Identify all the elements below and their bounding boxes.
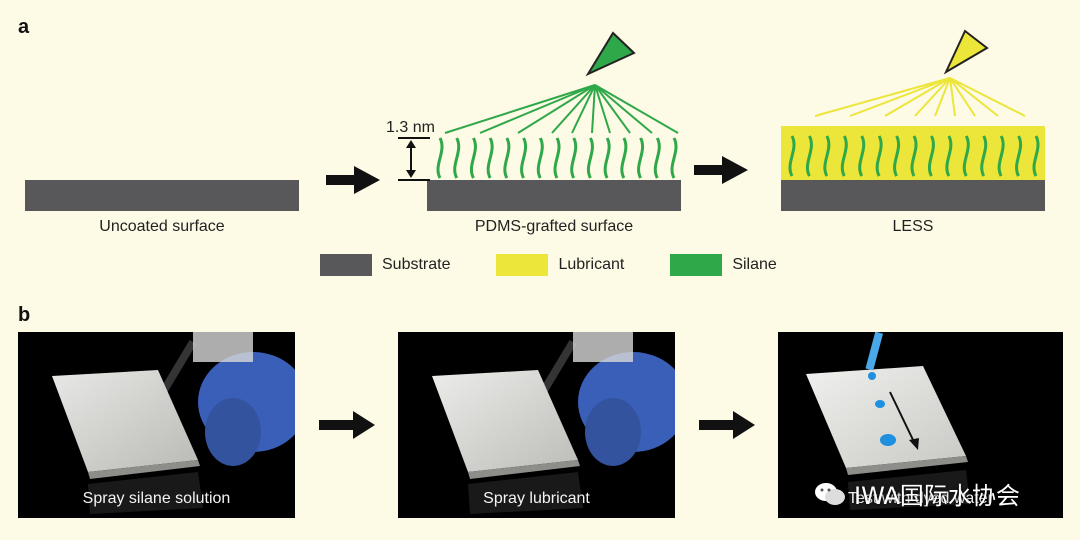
lubricant-nozzle-icon <box>943 29 989 75</box>
photo-caption-1: Spray silane solution <box>82 490 231 507</box>
photo-spray-lubricant: Spray lubricant <box>398 332 675 518</box>
legend-label-silane: Silane <box>732 256 777 273</box>
silane-chain <box>840 135 848 177</box>
silane-chain <box>980 135 988 177</box>
stage-label-pdms: PDMS-grafted surface <box>474 218 634 235</box>
silane-chain <box>893 135 901 177</box>
panel-label-b: b <box>18 304 31 326</box>
less-substrate <box>781 180 1045 211</box>
watermark: IWA国际水协会 <box>814 476 1020 511</box>
silane-chain <box>553 137 561 179</box>
silane-chain <box>910 135 918 177</box>
silane-chain <box>823 135 831 177</box>
panel-label-a: a <box>18 16 30 38</box>
uncoated-substrate <box>25 180 299 211</box>
silane-chain <box>805 135 813 177</box>
silane-chain <box>620 137 628 179</box>
silane-chain <box>603 137 611 179</box>
process-arrow-2 <box>694 156 748 184</box>
silane-swatch <box>670 254 723 276</box>
silane-chain <box>927 135 935 177</box>
silane-chain <box>1032 135 1040 177</box>
silane-chain <box>486 137 494 179</box>
process-diagram: 1.3 nm <box>25 29 1045 211</box>
silane-chain <box>570 137 578 179</box>
pdms-silane-chains <box>436 137 678 179</box>
photo-arrow-1 <box>319 411 375 439</box>
legend-item-substrate: Substrate <box>320 254 450 276</box>
legend-label-lubricant: Lubricant <box>558 256 625 273</box>
silane-chain <box>520 137 528 179</box>
dyed-water-image <box>806 332 970 510</box>
silane-chain <box>997 135 1005 177</box>
legend-label-substrate: Substrate <box>382 256 451 273</box>
wechat-icon <box>815 482 845 505</box>
lubricant-spray-lines <box>814 77 1026 117</box>
silane-nozzle-icon <box>585 31 636 77</box>
silane-chain <box>858 135 866 177</box>
spray-silane-image <box>52 332 295 514</box>
legend-item-silane: Silane <box>670 254 777 276</box>
legend-item-lubricant: Lubricant <box>496 254 624 276</box>
silane-chain <box>1015 135 1023 177</box>
less-silane-chains <box>788 135 1040 177</box>
silane-chain <box>653 137 661 179</box>
photo-arrow-2 <box>699 411 755 439</box>
silane-chain <box>875 135 883 177</box>
silane-chain <box>945 135 953 177</box>
pdms-substrate <box>427 180 681 211</box>
photo-caption-2: Spray lubricant <box>483 490 590 507</box>
silane-chain <box>436 137 444 179</box>
silane-chain <box>586 137 594 179</box>
stage-label-less: LESS <box>892 218 934 235</box>
thickness-label: 1.3 nm <box>386 119 435 136</box>
thickness-marker <box>398 137 430 181</box>
photo-caption-3: Test with dyed water <box>848 490 993 507</box>
silane-chain <box>637 137 645 179</box>
silane-spray-lines <box>444 84 679 134</box>
lubricant-swatch <box>496 254 549 276</box>
silane-chain <box>788 135 796 177</box>
legend: Substrate Lubricant Silane <box>320 254 813 276</box>
silane-chain <box>536 137 544 179</box>
spray-lubricant-image <box>432 332 675 514</box>
process-arrow-1 <box>326 166 380 194</box>
silane-chain <box>503 137 511 179</box>
stage-label-uncoated: Uncoated surface <box>99 218 225 235</box>
silane-chain <box>670 137 678 179</box>
photo-spray-silane: Spray silane solution <box>18 332 295 518</box>
silane-chain <box>453 137 461 179</box>
watermark-text: IWA国际水协会 <box>854 482 1020 510</box>
substrate-swatch <box>320 254 372 276</box>
silane-chain <box>962 135 970 177</box>
silane-chain <box>469 137 477 179</box>
